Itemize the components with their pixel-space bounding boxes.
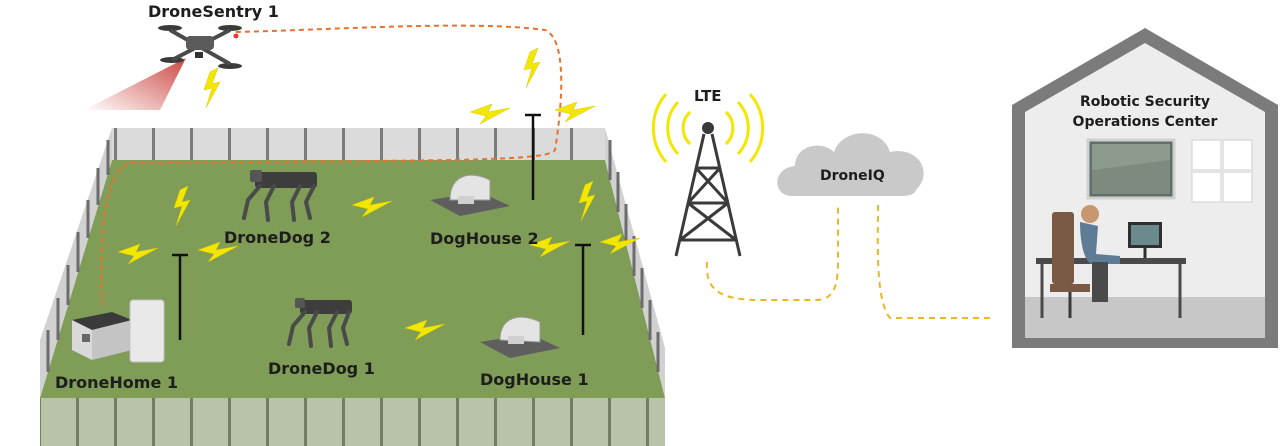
drone-dog-2-label: DroneDog 2 [224,228,331,247]
dog-house-icon [480,316,560,358]
perimeter-fence-back [112,128,605,160]
cloud-icon [777,133,924,196]
drone-sentry-label: DroneSentry 1 [148,2,279,21]
antenna-pole [575,243,591,335]
antenna-pole [172,253,188,340]
robot-dog-icon [242,170,317,222]
cell-tower-icon [651,93,765,257]
soc-title-line2: Operations Center [1073,114,1218,130]
lightning-icon [203,67,221,109]
lte-label: LTE [694,87,722,105]
window-icon [1191,139,1253,203]
dog-house-2-label: DogHouse 2 [430,229,539,248]
drone-home-label: DroneHome 1 [55,373,178,392]
droneiq-to-soc-link [876,204,995,319]
video-wall [1086,138,1176,200]
tower-to-droneiq-link [705,205,839,301]
dog-house-1-label: DogHouse 1 [480,370,589,389]
perimeter-fence-left [40,128,112,398]
lightning-icon [469,103,511,125]
drone-camera-cone [84,58,186,110]
drone-icon [158,25,242,69]
lightning-icon [523,47,541,89]
dog-house-icon [430,174,510,216]
robot-dog-icon [287,298,352,348]
operator-icon [1036,205,1186,318]
antenna-pole [525,113,541,200]
perimeter-fence-front [40,398,665,446]
drone-link-path [100,24,563,306]
soc-title-line1: Robotic Security [1080,94,1210,110]
perimeter-fence-right [605,128,665,398]
droneiq-label: DroneIQ [820,168,885,184]
drone-home-icon [72,299,165,363]
drone-dog-1-label: DroneDog 1 [268,359,375,378]
